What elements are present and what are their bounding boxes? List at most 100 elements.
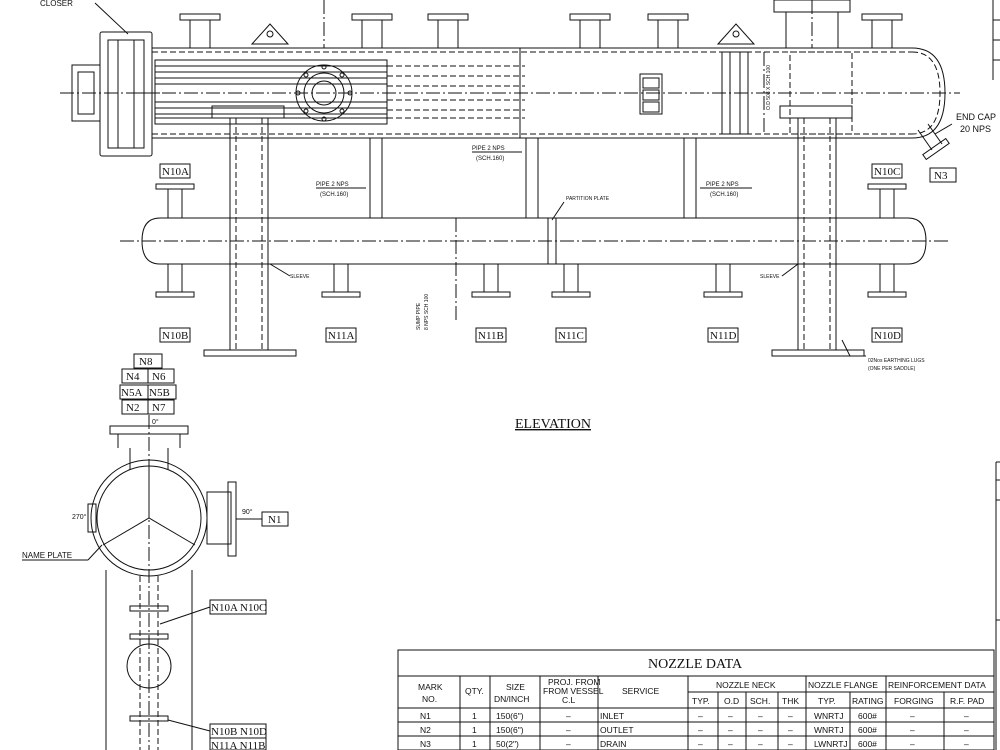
end-cap-size-label: 20 NPS [960, 124, 991, 134]
cell-size: 50(2") [496, 739, 519, 749]
cell-ftyp: WNRTJ [814, 711, 844, 721]
th-ftyp: TYP. [818, 696, 836, 706]
sleeve-right-label: SLEEVE [760, 274, 780, 280]
cell-typ: – [698, 739, 703, 749]
cell-size: 150(6") [496, 711, 524, 721]
nozzle-tag-n11d: N11D [710, 330, 737, 342]
cell-thk: – [788, 711, 793, 721]
angle-270-label: 270° [72, 513, 87, 521]
th-thk: THK [782, 696, 799, 706]
cell-thk: – [788, 725, 793, 735]
cell-mark: N2 [420, 725, 431, 735]
cell-ftyp: LWNRTJ [814, 739, 848, 749]
main-shell: O.D 508 X SCH.100 [140, 0, 960, 139]
cell-size: 150(6") [496, 725, 524, 735]
cell-qty: 1 [472, 711, 477, 721]
sump-pipe-size-label: 8 NPS SCH 100 [424, 294, 430, 330]
lower-header: SUMP PIPE 8 NPS SCH 100 SLEEVE SLEEVE [120, 217, 950, 330]
th-size2: DN/INCH [494, 694, 529, 704]
cell-mark: N3 [420, 739, 431, 749]
earthing-lugs-label: 02Nos EARTHING LUGS [868, 358, 925, 364]
th-od: O.D [724, 696, 739, 706]
closer-label: CLOSER [40, 0, 73, 8]
nozzle-data-table: NOZZLE DATA MARK NO. QTY. SIZE DN/INCH P… [397, 649, 995, 750]
cell-qty: 1 [472, 725, 477, 735]
earthing-lugs-callout: 02Nos EARTHING LUGS (ONE PER SADDLE) [841, 339, 925, 372]
nozzle-tag-n4: N4 [126, 371, 140, 383]
th-rfpad: R.F. PAD [950, 696, 984, 706]
elevation-title: ELEVATION [515, 417, 591, 432]
cell-qty: 1 [472, 739, 477, 749]
cell-mark: N1 [420, 711, 431, 721]
th-mark2: NO. [422, 694, 437, 704]
cell-rating: 600# [858, 725, 877, 735]
side-view: N8 N4 N6 N5A N5B N2 N7 0° 90° N1 270° [22, 353, 289, 750]
cell-proj: – [566, 739, 571, 749]
closure-assembly [60, 31, 160, 157]
cell-sch: – [758, 711, 763, 721]
nozzle-tag-n10d: N10D [874, 330, 901, 342]
th-size: SIZE [506, 682, 525, 692]
nozzle-tag-n10b-n10d: N10B N10D [211, 726, 267, 738]
pipe-right-sch-label: (SCH.160) [710, 192, 738, 198]
pipe-left-sch-label: (SCH.160) [320, 192, 348, 198]
title-block-edge [992, 0, 1000, 750]
connecting-pipes: PIPE 2 NPS (SCH.160) PIPE 2 NPS (SCH.160… [316, 138, 752, 221]
cell-od: – [728, 725, 733, 735]
nozzle-tag-n11a: N11A [328, 330, 355, 342]
nozzle-tag-n5b: N5B [149, 387, 170, 399]
pipe-right-label: PIPE 2 NPS [706, 182, 739, 188]
cell-typ: – [698, 725, 703, 735]
cell-proj: – [566, 725, 571, 735]
cell-rfpad: – [964, 711, 969, 721]
pipe-left-label: PIPE 2 NPS [316, 182, 349, 188]
cell-service: DRAIN [600, 739, 626, 749]
th-rating: RATING [852, 696, 883, 706]
sleeve-left-label: SLEEVE [290, 274, 310, 280]
th-proj3: C.L [562, 695, 576, 705]
th-sch: SCH. [750, 696, 770, 706]
nozzle-tag-n11a-n11b: N11A N11B [211, 740, 266, 750]
nozzle-tag-n3: N3 [934, 170, 948, 182]
th-mark: MARK [418, 682, 443, 692]
end-cap-nozzle: END CAP 20 NPS N3 [917, 112, 996, 183]
th-proj: PROJ. FROM [548, 677, 600, 687]
nozzle-tag-n10b: N10B [162, 330, 188, 342]
cell-forging: – [910, 739, 915, 749]
cell-od: – [728, 711, 733, 721]
cell-sch: – [758, 725, 763, 735]
nozzle-tag-n5a: N5A [121, 387, 142, 399]
earthing-lugs-sub-label: (ONE PER SADDLE) [868, 366, 916, 372]
nozzle-tag-n10a: N10A [162, 166, 189, 178]
elevation-tags: N10A N10C N10B N11A N11B N11C N11D N10D [159, 163, 903, 343]
header-nozzles [155, 183, 907, 298]
angle-0-label: 0° [152, 418, 159, 426]
shell-od-label: O.D 508 X SCH.100 [766, 65, 772, 110]
th-forging: FORGING [894, 696, 934, 706]
th-flange: NOZZLE FLANGE [808, 680, 878, 690]
angle-90-label: 90° [242, 508, 253, 516]
name-plate-label: NAME PLATE [22, 551, 72, 560]
nozzle-tag-n7: N7 [152, 402, 166, 414]
nozzle-tag-n11c: N11C [558, 330, 584, 342]
cell-rfpad: – [964, 725, 969, 735]
nozzle-tag-n10a-n10c: N10A N10C [211, 602, 266, 614]
top-nozzles [179, 0, 903, 49]
nozzle-tag-n2: N2 [126, 402, 139, 414]
nozzle-table-title: NOZZLE DATA [648, 657, 743, 672]
cell-ftyp: WNRTJ [814, 725, 844, 735]
saddle-right [771, 105, 865, 357]
cell-od: – [728, 739, 733, 749]
cell-forging: – [910, 725, 915, 735]
nozzle-tag-n6: N6 [152, 371, 166, 383]
th-reinf: REINFORCEMENT DATA [888, 680, 986, 690]
th-proj2: FROM VESSEL [543, 686, 604, 696]
cell-sch: – [758, 739, 763, 749]
cell-rating: 600# [858, 711, 877, 721]
nozzle-tag-n10c: N10C [874, 166, 900, 178]
cell-rating: 600# [858, 739, 877, 749]
